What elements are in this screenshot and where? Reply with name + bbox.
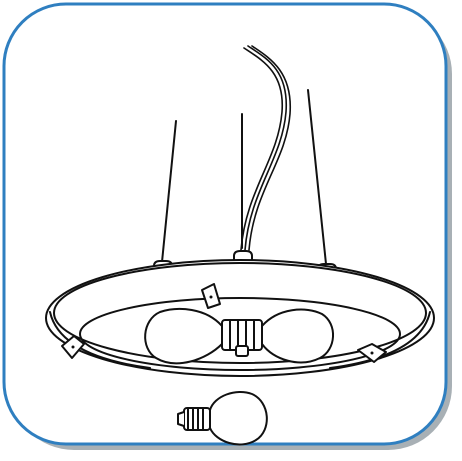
ceiling-light-fixture-icon xyxy=(45,45,435,446)
frame xyxy=(2,2,452,450)
diffuser-clips xyxy=(61,283,387,363)
cable-left xyxy=(161,120,177,263)
fixture-plate xyxy=(45,259,435,377)
light-bulb-icon xyxy=(177,391,268,446)
cable-right xyxy=(307,89,327,265)
bulb-glass xyxy=(209,391,268,446)
mounted-bulb-right xyxy=(261,308,334,364)
power-wires xyxy=(240,45,291,251)
frame-border xyxy=(2,2,448,446)
mounted-bulbs xyxy=(144,307,334,365)
mounted-bulb-left xyxy=(144,307,223,365)
